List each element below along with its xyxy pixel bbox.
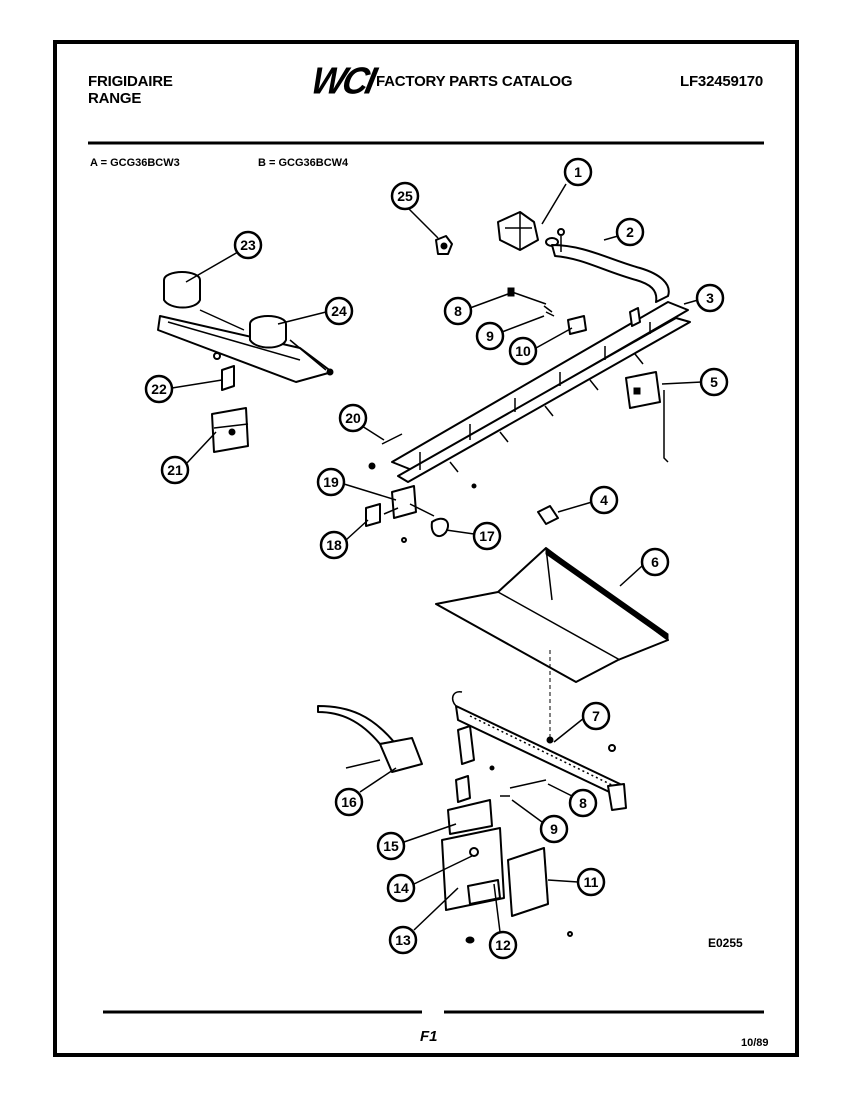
callout-8-upper: 8 bbox=[443, 293, 509, 326]
callout-23: 23 bbox=[185, 230, 263, 283]
callout-14: 14 bbox=[386, 855, 473, 903]
svg-text:14: 14 bbox=[393, 880, 409, 896]
revision-date: 10/89 bbox=[741, 1037, 769, 1049]
mounting-bracket bbox=[211, 407, 249, 453]
valve-part bbox=[497, 211, 559, 251]
svg-text:5: 5 bbox=[710, 374, 718, 390]
svg-text:3: 3 bbox=[706, 290, 714, 306]
callout-25: 25 bbox=[390, 181, 439, 239]
callout-19: 19 bbox=[316, 467, 397, 501]
callout-13: 13 bbox=[388, 887, 459, 955]
callout-2: 2 bbox=[603, 217, 645, 247]
callout-group: 1 2 3 4 5 6 7 8 9 10 8 9 11 12 13 14 15 … bbox=[144, 157, 729, 960]
drawing-code: E0255 bbox=[708, 936, 743, 950]
callout-12: 12 bbox=[488, 883, 518, 960]
svg-text:11: 11 bbox=[584, 874, 599, 890]
svg-text:24: 24 bbox=[331, 303, 347, 319]
page-code: F1 bbox=[420, 1028, 438, 1045]
clip-part bbox=[537, 505, 559, 525]
igniter-cable bbox=[317, 705, 495, 773]
callout-5: 5 bbox=[661, 367, 729, 397]
svg-text:6: 6 bbox=[651, 554, 659, 570]
switch-part bbox=[625, 371, 669, 463]
callout-21: 21 bbox=[160, 431, 217, 485]
manifold-bracket bbox=[451, 691, 627, 811]
svg-text:13: 13 bbox=[395, 932, 411, 948]
catalog-title: FACTORY PARTS CATALOG bbox=[376, 73, 573, 90]
page-border bbox=[53, 40, 799, 1057]
burner-assembly bbox=[157, 271, 334, 383]
svg-text:12: 12 bbox=[495, 937, 511, 953]
svg-text:8: 8 bbox=[454, 303, 462, 319]
callout-20: 20 bbox=[338, 403, 385, 441]
svg-text:9: 9 bbox=[550, 821, 558, 837]
model-b-label: B = GCG36BCW4 bbox=[258, 157, 349, 169]
callout-11: 11 bbox=[547, 867, 606, 897]
svg-text:18: 18 bbox=[326, 537, 342, 553]
screw-spring-clip-upper bbox=[507, 287, 587, 335]
module-cover bbox=[507, 847, 573, 937]
svg-text:19: 19 bbox=[323, 474, 339, 490]
callout-9-upper: 9 bbox=[475, 315, 545, 351]
svg-text:4: 4 bbox=[600, 492, 608, 508]
gas-tubing bbox=[551, 228, 670, 303]
callout-9-lower: 9 bbox=[511, 799, 569, 844]
svg-text:22: 22 bbox=[151, 381, 167, 397]
callout-8-lower: 8 bbox=[547, 783, 598, 818]
svg-text:1: 1 bbox=[574, 164, 582, 180]
callout-15: 15 bbox=[376, 823, 457, 861]
manifold-pipe bbox=[391, 301, 691, 483]
svg-text:8: 8 bbox=[579, 795, 587, 811]
brand-label: FRIGIDAIRE bbox=[88, 73, 173, 90]
bracket-screw bbox=[213, 352, 235, 391]
callout-7: 7 bbox=[553, 701, 611, 743]
svg-text:15: 15 bbox=[383, 838, 399, 854]
catalog-number: LF32459170 bbox=[680, 73, 764, 90]
callout-16: 16 bbox=[334, 767, 397, 817]
callout-17: 17 bbox=[445, 521, 502, 551]
callout-18: 18 bbox=[319, 519, 369, 560]
burner-box-panel bbox=[435, 547, 669, 740]
callout-1: 1 bbox=[541, 157, 593, 225]
callout-22: 22 bbox=[144, 374, 223, 404]
model-a-label: A = GCG36BCW3 bbox=[90, 157, 180, 169]
svg-text:10: 10 bbox=[515, 343, 531, 359]
svg-text:21: 21 bbox=[167, 462, 183, 478]
svg-text:20: 20 bbox=[345, 410, 361, 426]
svg-text:25: 25 bbox=[397, 188, 413, 204]
callout-10: 10 bbox=[508, 327, 573, 366]
callout-4: 4 bbox=[557, 485, 619, 515]
callout-24: 24 bbox=[277, 296, 354, 326]
svg-text:7: 7 bbox=[592, 708, 600, 724]
svg-text:16: 16 bbox=[341, 794, 357, 810]
valve-bracket-assembly bbox=[365, 433, 477, 543]
svg-text:23: 23 bbox=[240, 237, 256, 253]
callout-3: 3 bbox=[683, 283, 725, 313]
callout-6: 6 bbox=[619, 547, 670, 587]
svg-text:2: 2 bbox=[626, 224, 634, 240]
product-label: RANGE bbox=[88, 90, 142, 107]
svg-text:9: 9 bbox=[486, 328, 494, 344]
knob-part bbox=[435, 235, 453, 255]
svg-text:17: 17 bbox=[479, 528, 495, 544]
